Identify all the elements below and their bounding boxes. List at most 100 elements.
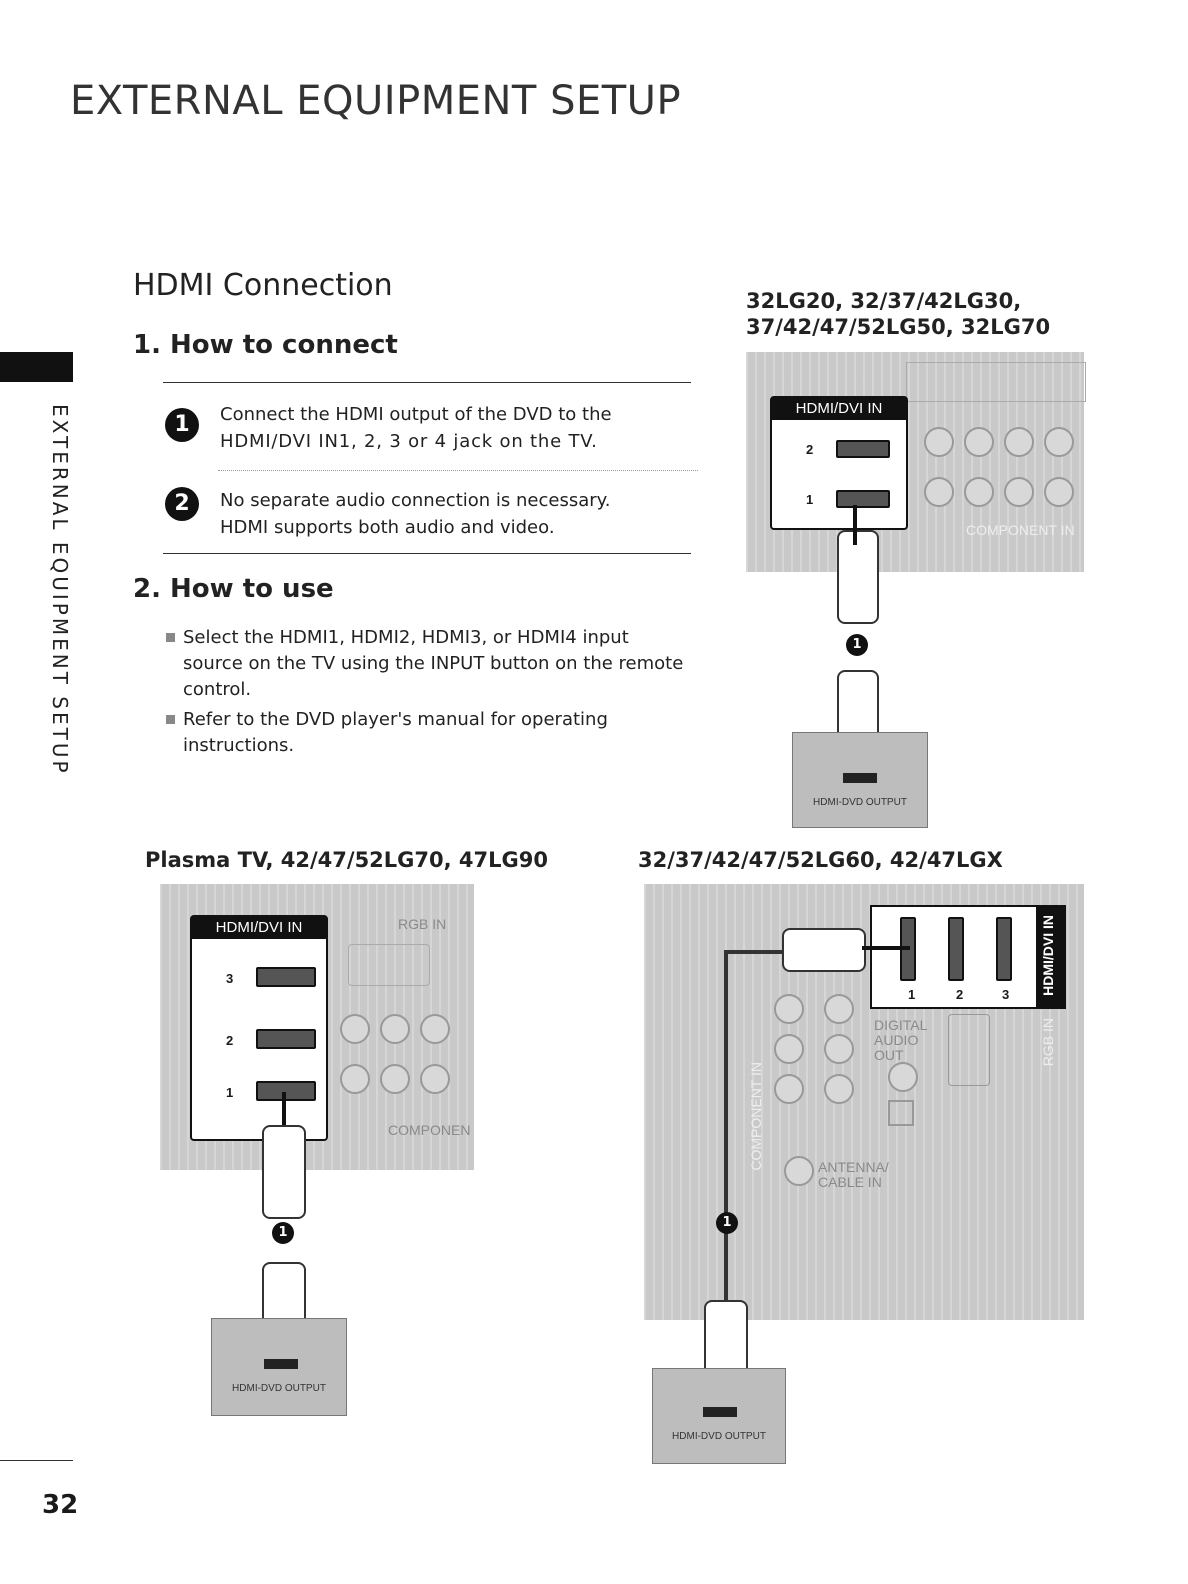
hdmi-port <box>256 1029 316 1049</box>
rgb-port-area <box>906 362 1086 402</box>
component-jack <box>964 477 994 507</box>
insert-arrow <box>282 1092 286 1140</box>
component-in-label: COMPONEN <box>388 1122 471 1138</box>
port-number: 3 <box>226 971 234 986</box>
component-jack <box>340 1014 370 1044</box>
hdmi-port-box-right: 1 2 3 HDMI/DVI IN <box>870 905 1066 1009</box>
cable-line <box>724 950 784 954</box>
component-jack <box>824 994 854 1024</box>
port-number: 1 <box>226 1085 234 1100</box>
port-number: 2 <box>226 1033 234 1048</box>
use-bullet-2-text: Refer to the DVD player's manual for ope… <box>183 709 608 756</box>
hdmi-port <box>836 490 890 508</box>
bullet-square-icon <box>166 715 175 724</box>
bullet-square-icon <box>166 633 175 642</box>
component-jack <box>824 1034 854 1064</box>
insert-arrow <box>862 946 910 950</box>
port-number: 1 <box>806 492 814 507</box>
hdmi-dvi-in-label: HDMI/DVI IN <box>192 917 326 939</box>
hdmi-cable-plug-horizontal <box>782 928 866 972</box>
dvd-player-box-left: HDMI-DVD OUTPUT <box>211 1318 347 1416</box>
how-to-connect-heading: 1. How to connect <box>133 330 398 360</box>
page-number-rule <box>0 1460 73 1461</box>
hdmi-cable-plug <box>837 530 879 624</box>
antenna-jack <box>784 1156 814 1186</box>
hdmi-dvi-in-label: HDMI/DVI IN <box>1040 915 1056 996</box>
component-jack <box>420 1014 450 1044</box>
diagram-left-caption: Plasma TV, 42/47/52LG70, 47LG90 <box>145 848 548 872</box>
side-tab-marker <box>0 352 73 382</box>
dvd-hdmi-port <box>264 1359 298 1369</box>
component-jack <box>340 1064 370 1094</box>
hdmi-port-box-top: HDMI/DVI IN 2 1 <box>770 396 908 530</box>
side-tab-label: EXTERNAL EQUIPMENT SETUP <box>48 404 72 776</box>
component-jack <box>824 1074 854 1104</box>
hdmi-dvd-output-label: HDMI-DVD OUTPUT <box>813 797 907 808</box>
hdmi-port <box>256 967 316 987</box>
section-title: HDMI Connection <box>133 268 393 303</box>
dvd-player-box-top: HDMI-DVD OUTPUT <box>792 732 928 828</box>
step-1-line1: Connect the HDMI output of the DVD to th… <box>220 404 612 425</box>
step-1-badge: 1 <box>272 1222 294 1244</box>
use-bullet-1: Select the HDMI1, HDMI2, HDMI3, or HDMI4… <box>166 625 686 703</box>
hdmi-port <box>996 917 1012 981</box>
how-to-use-heading: 2. How to use <box>133 574 334 604</box>
diagram-top-caption: 32LG20, 32/37/42LG30, 37/42/47/52LG50, 3… <box>746 288 1050 340</box>
page-number: 32 <box>42 1490 79 1520</box>
diagram-right-caption: 32/37/42/47/52LG60, 42/47LGX <box>638 848 1003 872</box>
component-jack <box>774 1034 804 1064</box>
component-jack <box>380 1014 410 1044</box>
hdmi-dvd-output-label: HDMI-DVD OUTPUT <box>672 1431 766 1442</box>
port-number: 1 <box>908 987 916 1002</box>
hdmi-port <box>836 440 890 458</box>
hdmi-port-box-left: HDMI/DVI IN 3 2 1 <box>190 915 328 1141</box>
dvd-hdmi-port <box>703 1407 737 1417</box>
rgb-in-label: RGB IN <box>1040 1018 1056 1067</box>
hdmi-dvd-output-label: HDMI-DVD OUTPUT <box>232 1383 326 1394</box>
component-jack <box>420 1064 450 1094</box>
component-jack <box>1004 427 1034 457</box>
component-jack <box>1044 477 1074 507</box>
step-2-text: No separate audio connection is necessar… <box>220 487 610 541</box>
rgb-port <box>348 944 430 986</box>
hdmi-label-bar <box>1036 907 1064 1007</box>
diagram-top-caption-line1: 32LG20, 32/37/42LG30, <box>746 289 1022 313</box>
insert-arrow <box>853 505 857 545</box>
use-bullet-2: Refer to the DVD player's manual for ope… <box>166 707 686 759</box>
step-2-line2: HDMI supports both audio and video. <box>220 517 555 538</box>
dvd-player-box-right: HDMI-DVD OUTPUT <box>652 1368 786 1464</box>
component-jack <box>964 427 994 457</box>
divider-top <box>163 382 691 383</box>
antenna-cable-in-label: ANTENNA/ CABLE IN <box>818 1159 889 1190</box>
component-jack <box>924 427 954 457</box>
dvd-hdmi-port <box>843 773 877 783</box>
step-2-line1: No separate audio connection is necessar… <box>220 490 611 511</box>
step-1-line2: HDMI/DVI IN1, 2, 3 or 4 jack on the TV. <box>220 431 598 452</box>
hdmi-port <box>948 917 964 981</box>
tv-back-panel-top: COMPONENT IN <box>746 352 1086 572</box>
component-in-label: COMPONENT IN <box>966 522 1075 538</box>
rgb-port <box>948 1014 990 1086</box>
step-1-text: Connect the HDMI output of the DVD to th… <box>220 401 612 455</box>
cable-line <box>724 950 728 1300</box>
component-jack <box>1044 427 1074 457</box>
hdmi-cable-plug <box>262 1125 306 1219</box>
page-title: EXTERNAL EQUIPMENT SETUP <box>70 78 682 124</box>
component-jack <box>774 1074 804 1104</box>
step-1-badge: 1 <box>716 1212 738 1234</box>
step-1-number: 1 <box>165 408 199 442</box>
optical-port <box>888 1100 914 1126</box>
digital-audio-out-label: DIGITAL AUDIO OUT <box>874 1017 927 1063</box>
port-number: 3 <box>1002 987 1010 1002</box>
diagram-top-caption-line2: 37/42/47/52LG50, 32LG70 <box>746 315 1051 339</box>
use-bullet-1-text: Select the HDMI1, HDMI2, HDMI3, or HDMI4… <box>183 627 684 700</box>
step-2-number: 2 <box>165 487 199 521</box>
hdmi-port <box>256 1081 316 1101</box>
component-jack <box>380 1064 410 1094</box>
coaxial-jack <box>888 1062 918 1092</box>
hdmi-dvi-in-label: HDMI/DVI IN <box>772 398 906 420</box>
component-jack <box>774 994 804 1024</box>
component-jack <box>924 477 954 507</box>
step-1-badge: 1 <box>846 634 868 656</box>
step-separator <box>218 470 698 471</box>
